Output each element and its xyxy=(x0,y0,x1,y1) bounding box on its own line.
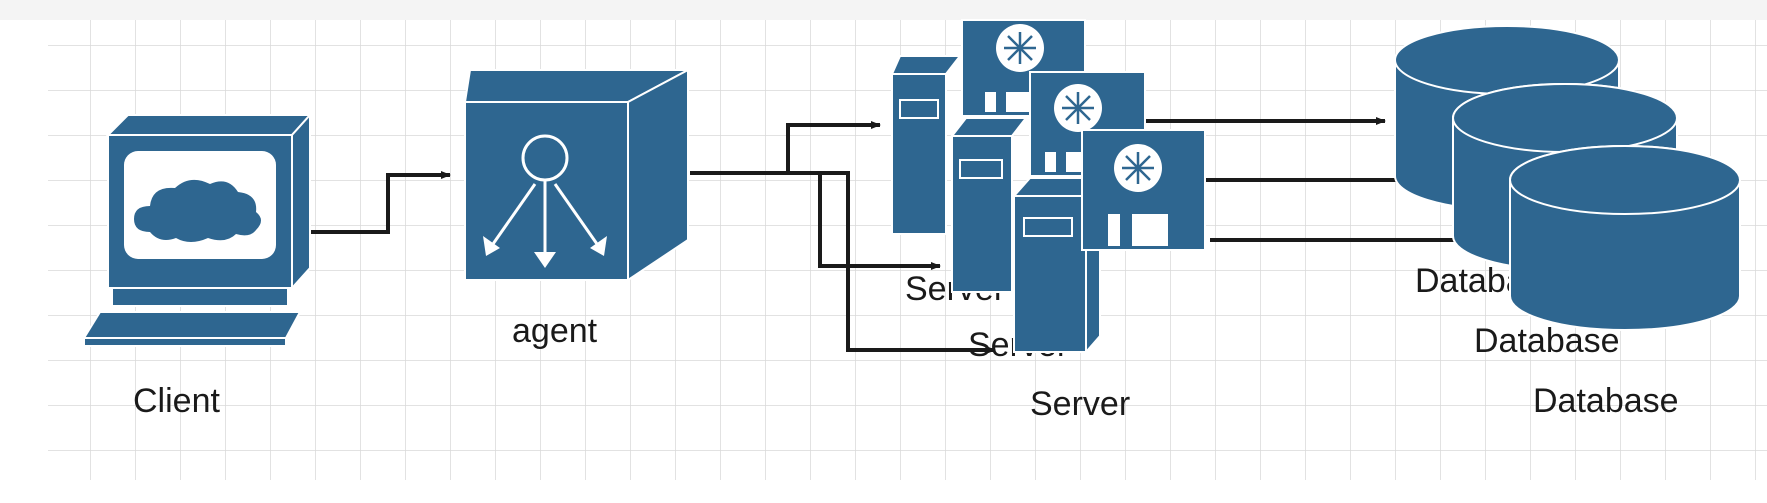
server-icon xyxy=(890,19,1086,235)
edge-client-agent[interactable] xyxy=(308,171,451,234)
agent-node[interactable]: agent xyxy=(463,68,689,350)
database-cylinder-icon xyxy=(1509,145,1741,331)
client-node[interactable]: Client xyxy=(82,112,313,420)
server-node-1[interactable]: Server xyxy=(890,19,1086,308)
top-band xyxy=(0,0,1767,20)
server-icon xyxy=(1011,129,1206,355)
agent-label: agent xyxy=(512,312,598,350)
computer-monitor-icon xyxy=(82,112,313,347)
client-label: Client xyxy=(133,382,220,420)
server-3-label: Server xyxy=(1030,385,1130,423)
database-node-3[interactable]: Database xyxy=(1509,145,1741,420)
database-3-label: Database xyxy=(1533,382,1679,420)
edge-agent-server-3[interactable] xyxy=(690,171,996,354)
load-balancer-icon xyxy=(463,68,689,282)
server-node-3[interactable]: Server xyxy=(1011,129,1206,423)
